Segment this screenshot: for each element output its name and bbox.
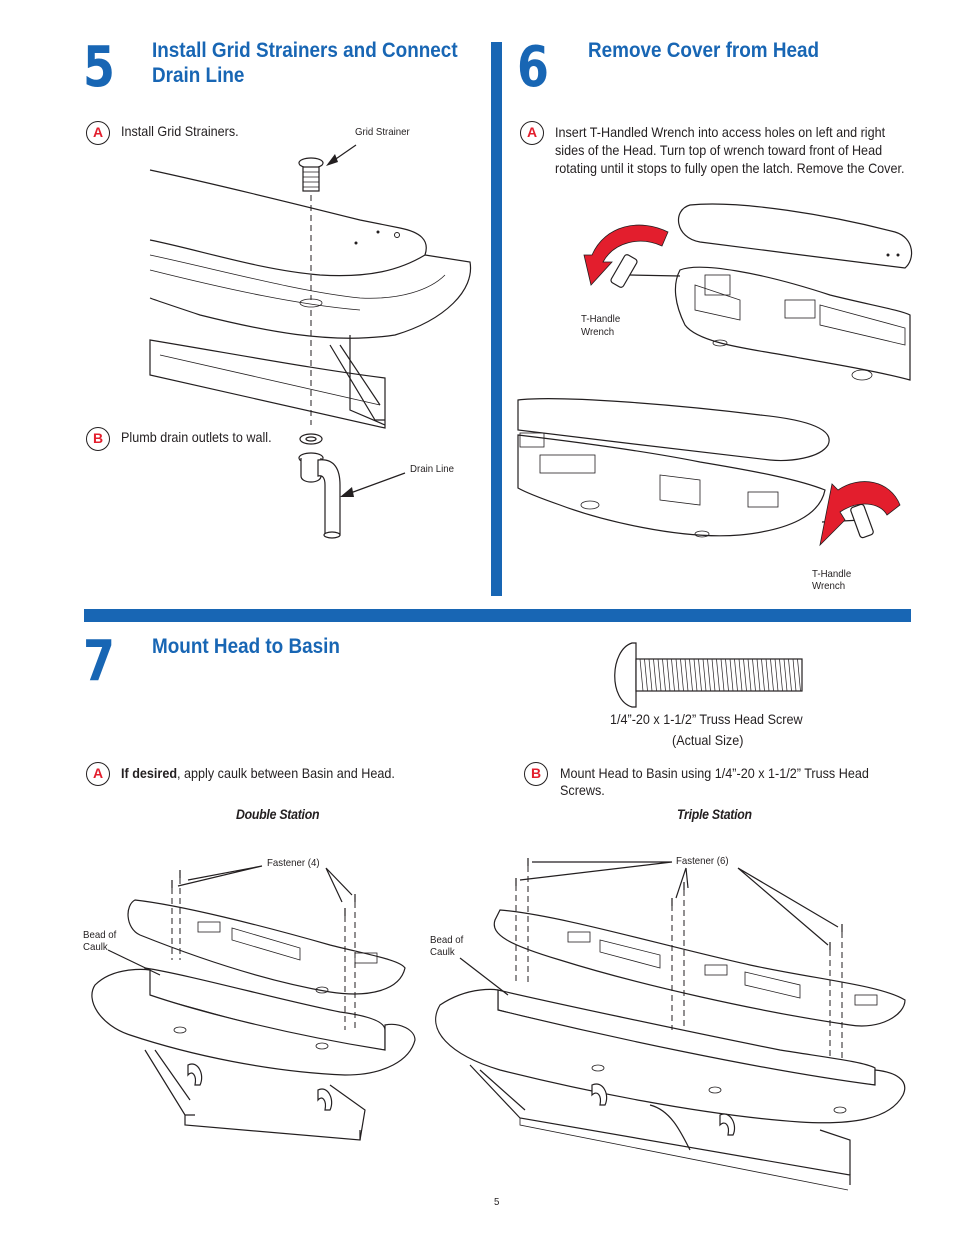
step-7a-text-bold: If desired [121, 765, 178, 781]
basin-outline-icon [149, 169, 472, 429]
t-handle-callout-top-1: T-Handle [581, 313, 621, 325]
step-5b-text: Plumb drain outlets to wall. [121, 429, 272, 445]
section-divider-horizontal [84, 609, 911, 622]
step-7-title: Mount Head to Basin [152, 635, 340, 658]
step-5-title-line1: Install Grid Strainers and Connect [152, 39, 458, 62]
step-6a-text-line3: rotating until it stops to fully open th… [555, 160, 905, 176]
step-7b-badge: B [524, 762, 548, 786]
step-7-number: 7 [83, 629, 115, 694]
triple-bead-callout-2: Caulk [430, 946, 455, 958]
page-number: 5 [494, 1196, 500, 1208]
step-6-number: 6 [517, 35, 549, 100]
step-7a-badge: A [86, 762, 110, 786]
step-6a-badge: A [520, 121, 544, 145]
drain-line-callout: Drain Line [410, 463, 455, 475]
t-handle-callout-bottom-2: Wrench [812, 580, 846, 592]
step-5a-text: Install Grid Strainers. [121, 123, 239, 139]
double-bead-callout-1: Bead of [83, 929, 117, 941]
rotate-arrow-icon [583, 224, 901, 547]
step-7a-text: If desired, apply caulk between Basin an… [121, 765, 395, 783]
double-fastener-callout: Fastener (4) [267, 857, 320, 869]
t-handle-callout-top-2: Wrench [581, 326, 615, 338]
drain-pipe-icon [298, 310, 406, 539]
step-5-number: 5 [83, 35, 115, 100]
step-7b-text-line1: Mount Head to Basin using 1/4”-20 x 1-1/… [560, 765, 869, 781]
double-station-icon [91, 865, 416, 1141]
screw-caption-line2: (Actual Size) [672, 732, 744, 748]
section-divider-vertical [491, 42, 502, 596]
step-5b-badge: B [86, 427, 110, 451]
triple-bead-callout-1: Bead of [430, 934, 464, 946]
step-5a-badge: A [86, 121, 110, 145]
triple-station-label: Triple Station [677, 806, 752, 822]
grid-strainer-icon [298, 144, 357, 300]
grid-strainer-callout: Grid Strainer [355, 126, 410, 138]
double-bead-callout-2: Caulk [83, 941, 108, 953]
step-7a-text-rest: , apply caulk between Basin and Head. [177, 765, 395, 781]
double-station-label: Double Station [236, 806, 320, 822]
screw-caption-line1: 1/4”-20 x 1-1/2” Truss Head Screw [610, 711, 803, 727]
triple-fastener-callout: Fastener (6) [676, 855, 729, 867]
head-cover-icon [517, 203, 913, 538]
t-handle-callout-bottom-1: T-Handle [812, 568, 852, 580]
t-handle-wrench-icon [610, 254, 874, 539]
step-5-title-line2: Drain Line [152, 64, 245, 87]
triple-station-icon [435, 858, 906, 1191]
step-6a-text-line1: Insert T-Handled Wrench into access hole… [555, 124, 886, 140]
step-7b-text-line2: Screws. [560, 782, 605, 798]
step-6-title: Remove Cover from Head [588, 39, 820, 62]
step-6a-text-line2: sides of the Head. Turn top of wrench to… [555, 142, 883, 158]
